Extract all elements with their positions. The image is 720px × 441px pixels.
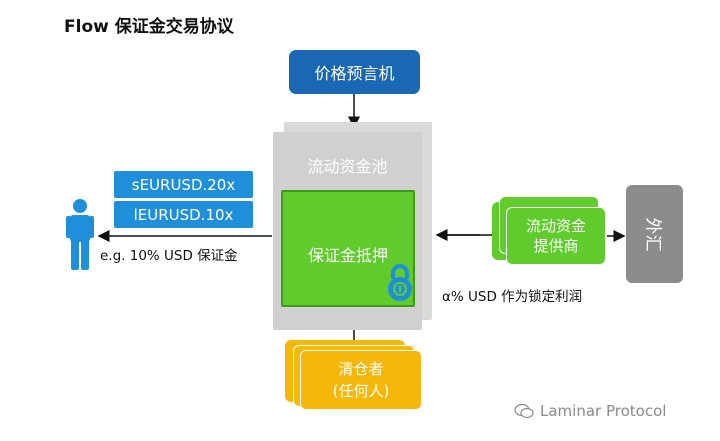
profit-note: α% USD 作为锁定利润 xyxy=(442,289,583,305)
liquidity-provider-line1: 流动资金 xyxy=(525,217,586,235)
token-label: sEURUSD.20x xyxy=(131,175,236,194)
liquidator-line1: 清仓者 xyxy=(338,360,384,378)
price-oracle-label: 价格预言机 xyxy=(314,64,395,83)
token-label: lEURUSD.10x xyxy=(133,205,234,224)
margin-note: e.g. 10% USD 保证金 xyxy=(100,248,238,264)
forex-exchange-box: 外汇 xyxy=(626,185,683,283)
wechat-icon xyxy=(514,403,534,419)
liquidity-provider-box: 流动资金 提供商 xyxy=(506,207,606,265)
watermark-text: Laminar Protocol xyxy=(540,402,667,420)
price-oracle-box: 价格预言机 xyxy=(289,50,420,94)
lock-icon xyxy=(388,264,412,301)
liquidity-pool-label: 流动资金池 xyxy=(307,157,388,176)
liquidator-box: 清仓者 (任何人) xyxy=(300,350,422,410)
liquidator-line2: (任何人) xyxy=(332,382,390,400)
forex-exchange-label: 外汇 xyxy=(642,217,662,251)
watermark: Laminar Protocol xyxy=(514,402,666,420)
token-tag-leurusd: lEURUSD.10x xyxy=(114,201,253,228)
person-icon xyxy=(66,199,94,270)
diagram-title: Flow 保证金交易协议 xyxy=(64,17,234,37)
collateral-label: 保证金抵押 xyxy=(307,246,388,265)
liquidity-provider-line2: 提供商 xyxy=(533,237,579,255)
token-tag-seurusd: sEURUSD.20x xyxy=(114,171,253,198)
